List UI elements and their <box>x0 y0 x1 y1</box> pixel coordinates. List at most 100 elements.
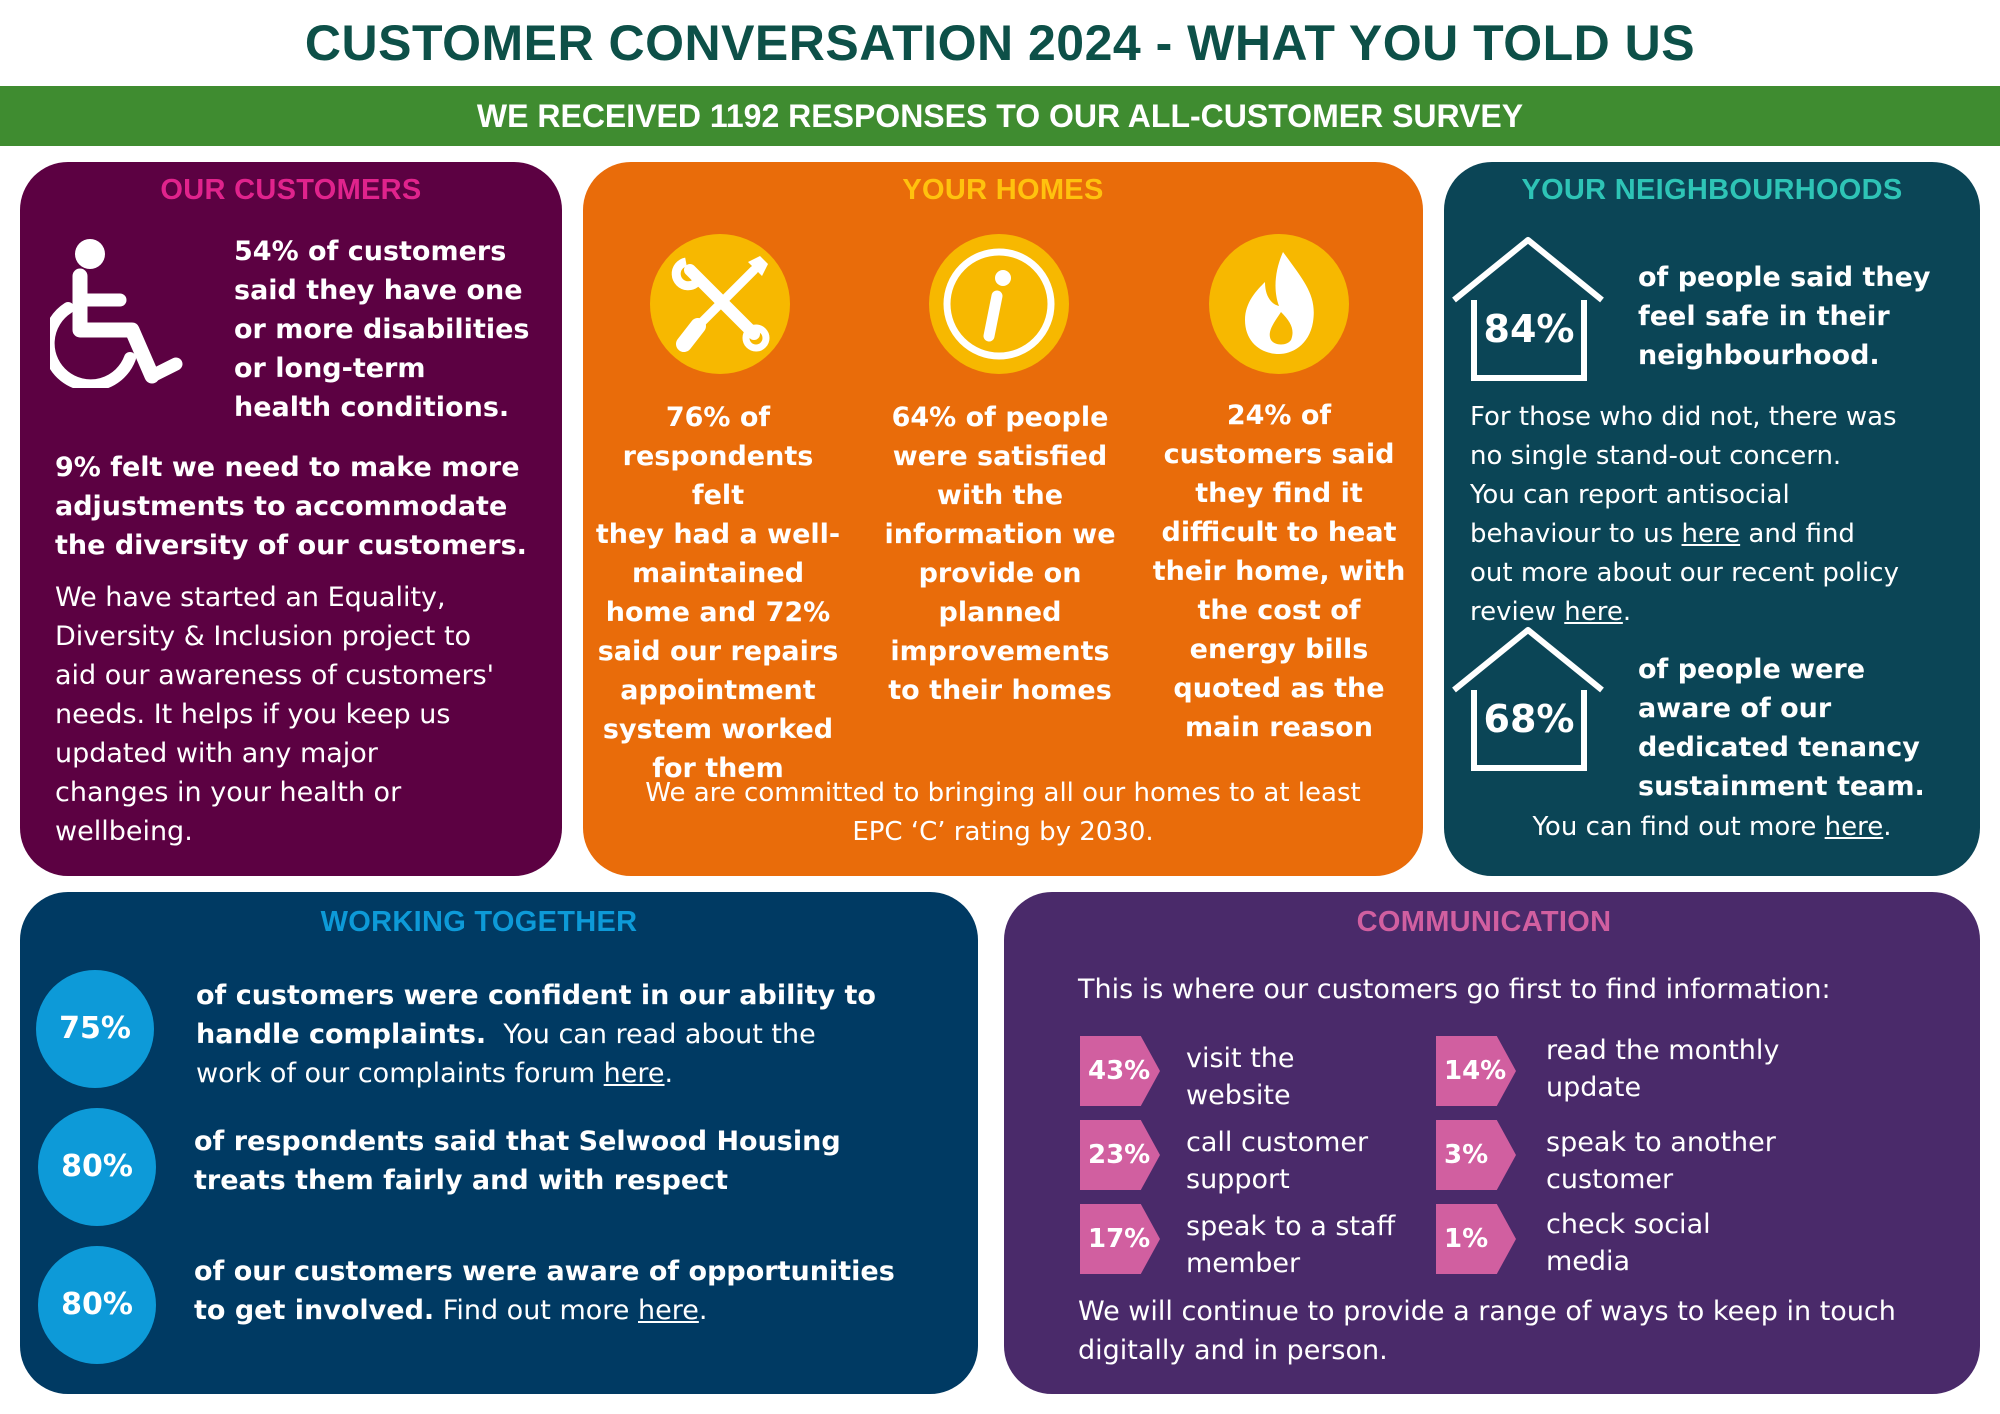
channel-label-line: customer <box>1546 1164 1674 1195</box>
house-icon <box>1452 237 1604 381</box>
your-neighbourhoods-heading: YOUR NEIGHBOURHOODS <box>1521 174 1903 206</box>
flame-icon <box>1245 252 1314 354</box>
disability-stat-line: 54% of customers <box>234 236 507 267</box>
heating-stat-line: they find it <box>1195 478 1363 509</box>
staff-member-label: speak to a staff member <box>1186 1208 1395 1282</box>
channel-label-line: support <box>1186 1164 1290 1195</box>
info-icon <box>943 248 1055 360</box>
repairs-stat-line: respondents felt <box>622 441 814 511</box>
information-stat-line: 64% of people <box>891 402 1109 433</box>
antisocial-behaviour-text: For those who did not, there was no sing… <box>1470 398 1976 632</box>
working-together-panel: WORKING TOGETHER 75% of customers were c… <box>20 892 978 1394</box>
survey-banner: WE RECEIVED 1192 RESPONSES TO OUR ALL-CU… <box>0 86 2000 146</box>
safe-neighbourhood-text: of people said they feel safe in their n… <box>1638 258 1978 375</box>
flame-icon-circle <box>1209 234 1349 374</box>
edi-text-line: Diversity & Inclusion project to <box>55 621 472 652</box>
edi-text-line: updated with any major <box>55 738 378 769</box>
epc-commitment-text: We are committed to bringing all our hom… <box>583 774 1423 852</box>
involved-bold: to get involved. <box>194 1295 435 1326</box>
complaints-confidence-text: of customers were confident in our abili… <box>196 976 956 1093</box>
disability-stat-line: or more disabilities <box>234 314 530 345</box>
heating-stat-line: main reason <box>1185 712 1373 743</box>
complaints-percent-badge: 75% <box>36 970 154 1088</box>
asb-text-line: For those who did not, there was <box>1470 402 1897 432</box>
information-stat-line: with the <box>936 480 1064 511</box>
get-involved-text: of our customers were aware of opportuni… <box>194 1252 954 1330</box>
edi-text-line: changes in your health or <box>55 777 402 808</box>
heating-stat-line: their home, with <box>1152 556 1406 587</box>
safe-neighbourhood-percent: 84% <box>1483 307 1575 351</box>
safe-text-line: of people said they <box>1638 262 1931 293</box>
get-involved-link[interactable]: here <box>638 1295 699 1326</box>
channel-label-line: call customer <box>1186 1127 1369 1158</box>
adjustments-stat-line: adjustments to accommodate <box>55 491 508 522</box>
repairs-stat-line: 76% of <box>665 402 771 433</box>
communication-panel: COMMUNICATION This is where our customer… <box>1004 892 1980 1394</box>
policy-review-link[interactable]: here <box>1564 597 1623 627</box>
fair-text-line: treats them fairly and with respect <box>194 1165 729 1196</box>
repairs-stat-line: home and 72% <box>605 597 831 628</box>
channel-label-line: visit the <box>1186 1043 1295 1074</box>
channel-label-line: website <box>1186 1080 1291 1111</box>
heating-stat-line: quoted as the <box>1173 673 1385 704</box>
safe-text-line: neighbourhood. <box>1638 340 1880 371</box>
heating-stat: 24% of customers said they find it diffi… <box>1143 396 1415 747</box>
epc-text-line: We are committed to bringing all our hom… <box>645 778 1361 808</box>
channel-label-line: speak to a staff <box>1186 1211 1396 1242</box>
asb-text: behaviour to us <box>1470 519 1682 549</box>
disability-stat-line: health conditions. <box>234 392 510 423</box>
fair-treatment-percent-badge: 80% <box>38 1108 156 1226</box>
disability-stat-line: said they have one <box>234 275 523 306</box>
involved-text: Find out more <box>434 1295 638 1326</box>
involved-text-line: of our customers were aware of opportuni… <box>194 1256 895 1287</box>
tenancy-team-link[interactable]: here <box>1824 812 1884 842</box>
communication-intro: This is where our customers go first to … <box>1078 974 1831 1005</box>
information-stat-line: provide on <box>918 558 1082 589</box>
disability-stat-line: or long-term <box>234 353 426 384</box>
social-media-percent-tag: 1% <box>1436 1204 1516 1274</box>
safe-text-line: feel safe in their <box>1638 301 1890 332</box>
channel-label-line: media <box>1546 1246 1631 1277</box>
tenancy-footer-text: . <box>1883 812 1892 842</box>
heating-stat-line: customers said <box>1163 439 1395 470</box>
heating-stat-line: difficult to heat <box>1161 517 1397 548</box>
comm-footer-line: We will continue to provide a range of w… <box>1078 1296 1896 1327</box>
heating-stat-line: energy bills <box>1189 634 1369 665</box>
channel-label-line: update <box>1546 1072 1642 1103</box>
tenancy-text-line: aware of our <box>1638 693 1832 724</box>
epc-text-line: EPC ‘C’ rating by 2030. <box>852 817 1154 847</box>
complaints-text-line: handle complaints. You can read about th… <box>196 1015 956 1054</box>
your-homes-panel: YOUR HOMES 76% of respondents felt they … <box>583 162 1423 876</box>
working-together-heading: WORKING TOGETHER <box>320 906 638 938</box>
another-customer-percent-tag: 3% <box>1436 1120 1516 1190</box>
house-icon <box>1452 627 1604 771</box>
complaints-forum-link[interactable]: here <box>603 1058 665 1089</box>
adjustments-stat-line: 9% felt we need to make more <box>55 452 520 483</box>
tenancy-text-line: of people were <box>1638 654 1866 685</box>
info-icon-circle <box>929 234 1069 374</box>
complaints-text-line: work of our complaints forum here. <box>196 1054 956 1093</box>
information-stat-line: information we <box>884 519 1116 550</box>
another-customer-label: speak to another customer <box>1546 1124 1776 1198</box>
information-stat-line: improvements <box>890 636 1110 667</box>
edi-text-line: We have started an Equality, <box>55 582 446 613</box>
our-customers-panel: OUR CUSTOMERS 54% of customers said they… <box>20 162 562 876</box>
tenancy-footer-text: You can find out more <box>1532 812 1825 842</box>
edi-text-line: wellbeing. <box>55 816 193 847</box>
asb-text: and find <box>1740 519 1855 549</box>
monthly-update-percent-tag: 14% <box>1436 1036 1516 1106</box>
edi-text-line: needs. It helps if you keep us <box>55 699 451 730</box>
tenancy-team-percent: 68% <box>1483 697 1575 741</box>
report-asb-link[interactable]: here <box>1681 519 1741 549</box>
tools-icon <box>671 256 770 352</box>
page-title: CUSTOMER CONVERSATION 2024 - WHAT YOU TO… <box>304 15 1696 71</box>
repairs-stat-line: appointment <box>620 675 816 706</box>
channel-label-line: member <box>1186 1248 1301 1279</box>
asb-text: . <box>1622 597 1632 627</box>
tenancy-text-line: dedicated tenancy <box>1638 732 1920 763</box>
your-neighbourhoods-panel: YOUR NEIGHBOURHOODS 84% of people said t… <box>1444 162 1980 876</box>
asb-text-line: You can report antisocial <box>1470 480 1790 510</box>
call-support-label: call customer support <box>1186 1124 1368 1198</box>
fair-treatment-text: of respondents said that Selwood Housing… <box>194 1122 954 1200</box>
asb-text: review <box>1470 597 1565 627</box>
